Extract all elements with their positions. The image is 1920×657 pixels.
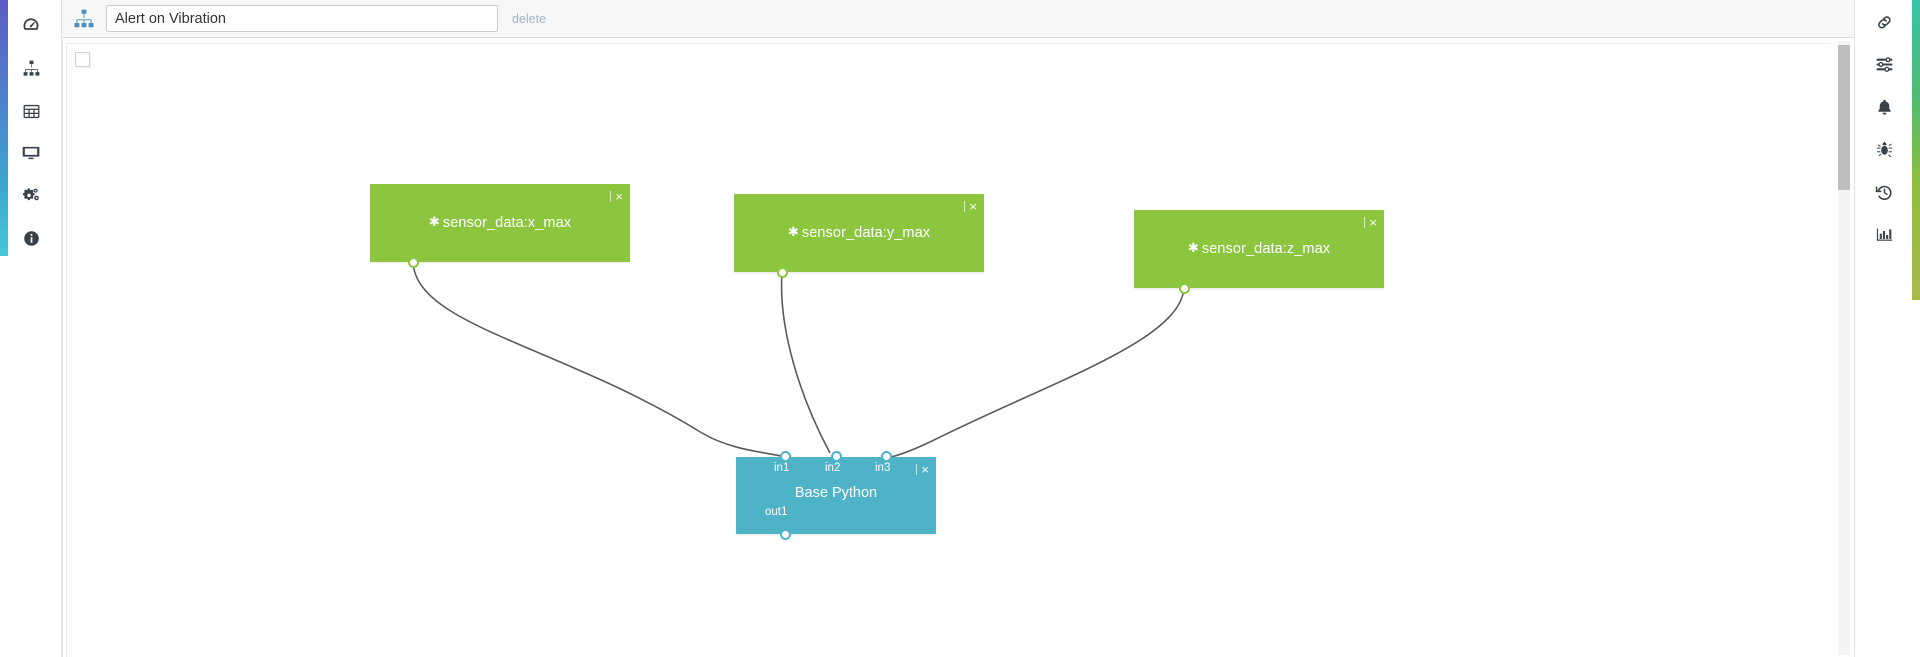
node-label: ✱sensor_data:z_max: [1134, 240, 1384, 257]
table-icon[interactable]: [14, 94, 48, 128]
output-port-label-out1: out1: [765, 506, 788, 518]
input-port-in3[interactable]: [880, 451, 892, 462]
output-port-out[interactable]: [776, 267, 788, 278]
node-label: ✱sensor_data:x_max: [370, 214, 630, 231]
flow-edge-2[interactable]: [885, 287, 1185, 459]
node-label-text: Base Python: [794, 485, 878, 501]
left-accent-gradient: [0, 0, 8, 256]
output-port-out1[interactable]: [779, 529, 791, 540]
flow-node-src-y[interactable]: × ✱sensor_data:y_max: [734, 194, 984, 278]
node-label-text: sensor_data:z_max: [1201, 241, 1331, 257]
node-label: ✱sensor_data:y_max: [734, 224, 984, 241]
asterisk-icon: ✱: [1187, 240, 1199, 255]
flow-title-input[interactable]: [106, 5, 498, 32]
canvas-vertical-scrollbar[interactable]: [1838, 41, 1850, 655]
flow-node-proc-python[interactable]: × Base Python in1 in2 in3 out1: [736, 451, 936, 540]
canvas-collapse-handle[interactable]: [75, 52, 90, 67]
node-close-icon[interactable]: ×: [916, 463, 929, 476]
node-close-icon[interactable]: ×: [1364, 216, 1377, 229]
right-accent-gradient: [1912, 0, 1920, 300]
left-navigation-rail: [0, 0, 62, 657]
node-label-text: sensor_data:y_max: [801, 225, 931, 241]
node-close-glyph: ×: [921, 462, 929, 477]
output-port-out[interactable]: [1178, 283, 1190, 294]
chart-icon[interactable]: [1867, 217, 1901, 251]
flow-canvas-area: ×✱sensor_data:x_max×✱sensor_data:y_max×✱…: [62, 39, 1854, 657]
canvas-scroll-thumb[interactable]: [1838, 45, 1850, 190]
info-icon[interactable]: [14, 221, 48, 255]
input-port-in1[interactable]: [779, 451, 791, 462]
dashboard-icon[interactable]: [14, 8, 48, 42]
monitor-icon[interactable]: [14, 136, 48, 170]
flow-node-src-z[interactable]: × ✱sensor_data:z_max: [1134, 210, 1384, 294]
input-port-in2[interactable]: [830, 451, 842, 462]
node-label-text: sensor_data:x_max: [442, 215, 572, 231]
output-port-out[interactable]: [407, 257, 419, 268]
link-icon[interactable]: [1867, 5, 1901, 39]
node-close-glyph: ×: [615, 189, 623, 204]
node-close-icon[interactable]: ×: [964, 200, 977, 213]
sliders-icon[interactable]: [1867, 47, 1901, 81]
asterisk-icon: ✱: [787, 224, 799, 239]
right-tool-rail: [1854, 0, 1920, 657]
flow-node-src-x[interactable]: × ✱sensor_data:x_max: [370, 184, 630, 268]
node-close-glyph: ×: [969, 199, 977, 214]
sitemap-icon[interactable]: [14, 51, 48, 85]
input-port-label-in2: in2: [825, 462, 841, 474]
input-port-label-in1: in1: [774, 462, 790, 474]
editor-header: delete: [62, 0, 1854, 38]
edge-layer: [412, 261, 1185, 459]
flow-canvas[interactable]: ×✱sensor_data:x_max×✱sensor_data:y_max×✱…: [66, 43, 1831, 657]
flow-edge-1[interactable]: [780, 271, 831, 454]
bug-icon[interactable]: [1867, 132, 1901, 166]
flow-edge-0[interactable]: [412, 261, 786, 458]
bell-icon[interactable]: [1867, 90, 1901, 124]
asterisk-icon: ✱: [428, 214, 440, 229]
settings-icon[interactable]: [14, 179, 48, 213]
history-icon[interactable]: [1867, 175, 1901, 209]
flow-sitemap-icon: [70, 5, 98, 33]
delete-flow-link[interactable]: delete: [512, 11, 547, 26]
node-close-icon[interactable]: ×: [610, 190, 623, 203]
input-port-label-in3: in3: [875, 462, 891, 474]
node-close-glyph: ×: [1369, 215, 1377, 230]
